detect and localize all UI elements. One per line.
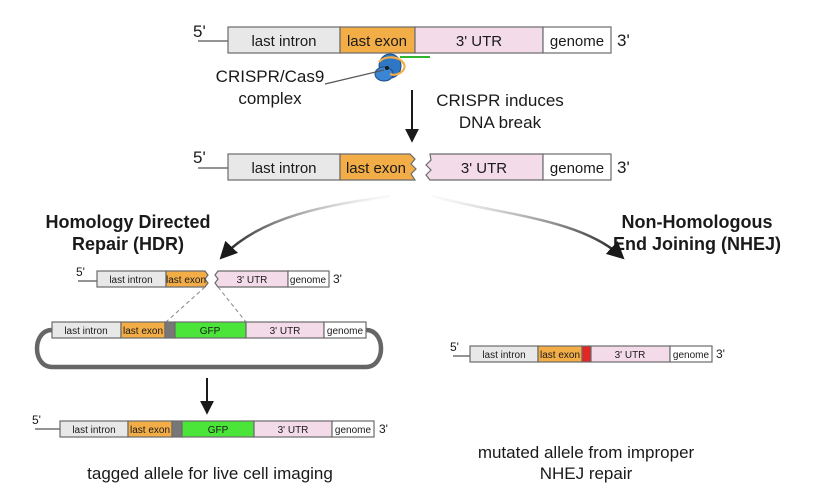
mutated-caption-line2: NHEJ repair	[540, 464, 633, 483]
intron-label: last intron	[251, 160, 316, 177]
utr-segment	[414, 26, 544, 54]
cas9-label-line1: CRISPR/Cas9	[216, 67, 325, 86]
three-prime-label: 3'	[617, 158, 630, 177]
mutated-caption-line1: mutated allele from improper	[478, 443, 695, 462]
nhej-heading-line2: End Joining (NHEJ)	[613, 234, 781, 254]
gfp-label: GFP	[200, 326, 221, 337]
five-prime-label: 5'	[193, 148, 206, 167]
nhej-heading-line1: Non-Homologous	[622, 212, 773, 232]
exon-broken-segment	[165, 270, 209, 288]
hdr-broken-allele: 5' last intron last exon 3' UTR genome 3…	[76, 265, 342, 288]
exon-segment	[339, 26, 416, 54]
three-prime-label: 3'	[379, 422, 388, 436]
utr-label: 3' UTR	[278, 425, 309, 436]
plasmid-backbone	[34, 327, 384, 370]
genome-label: genome	[327, 326, 364, 337]
broken-allele: 5' last intron last exon 3' UTR genome 3…	[193, 148, 630, 181]
homology-guide-left	[165, 286, 206, 323]
exon-label: last exon	[130, 425, 170, 436]
genome-segment	[542, 26, 612, 54]
utr-label: 3' UTR	[615, 350, 646, 361]
three-prime-label: 3'	[716, 347, 725, 361]
exon-label: last exon	[347, 33, 407, 50]
utr-label: 3' UTR	[456, 33, 502, 50]
genome-segment	[542, 153, 612, 181]
cas9-label-line2: complex	[238, 89, 302, 108]
exon-label: last exon	[123, 326, 163, 337]
intron-label: last intron	[109, 275, 152, 286]
five-prime-label: 5'	[193, 22, 206, 41]
genome-segment	[331, 420, 375, 438]
break-label-line2: DNA break	[459, 113, 542, 132]
genome-label: genome	[673, 350, 710, 361]
nhej-branch-arrow	[431, 194, 625, 260]
genome-label: genome	[550, 33, 604, 50]
three-prime-label: 3'	[333, 272, 342, 286]
gfp-label: GFP	[208, 425, 229, 436]
intron-label: last intron	[251, 33, 316, 50]
three-prime-label: 3'	[617, 31, 630, 50]
cas9-complex-icon	[374, 53, 430, 82]
exon-label: last exon	[346, 160, 406, 177]
cas9-pointer-line	[324, 69, 385, 85]
linker-segment	[164, 321, 176, 339]
genome-label: genome	[550, 160, 604, 177]
homology-guide-right	[217, 286, 247, 323]
donor-plasmid: last intron last exon GFP 3' UTR genome	[34, 321, 384, 370]
hdr-branch-arrow	[219, 194, 391, 260]
intron-segment	[227, 153, 341, 181]
exon-label: last exon	[540, 350, 580, 361]
intron-label: last intron	[64, 326, 107, 337]
utr-label: 3' UTR	[461, 160, 507, 177]
hdr-heading-line1: Homology Directed	[45, 212, 210, 232]
tagged-allele-caption: tagged allele for live cell imaging	[87, 464, 333, 483]
tagged-allele: 5' last intron last exon GFP 3' UTR geno…	[32, 413, 388, 438]
linker-segment	[171, 420, 183, 438]
mutation-segment	[581, 345, 592, 363]
exon-label: last exon	[166, 275, 206, 286]
exon-broken-segment	[339, 153, 417, 181]
hdr-heading-line2: Repair (HDR)	[72, 234, 184, 254]
mutated-allele: 5' last intron last exon 3' UTR genome 3…	[450, 340, 725, 363]
five-prime-label: 5'	[450, 340, 459, 354]
intron-label: last intron	[482, 350, 525, 361]
five-prime-label: 5'	[76, 265, 85, 279]
genome-segment	[323, 321, 367, 339]
top-allele: 5' last intron last exon 3' UTR genome 3…	[193, 22, 630, 54]
break-label-line1: CRISPR induces	[436, 91, 564, 110]
utr-label: 3' UTR	[237, 275, 268, 286]
utr-label: 3' UTR	[270, 326, 301, 337]
five-prime-label: 5'	[32, 413, 41, 427]
genome-label: genome	[290, 275, 327, 286]
genome-label: genome	[335, 425, 372, 436]
intron-label: last intron	[72, 425, 115, 436]
genome-segment	[287, 270, 330, 288]
genome-segment	[669, 345, 713, 363]
